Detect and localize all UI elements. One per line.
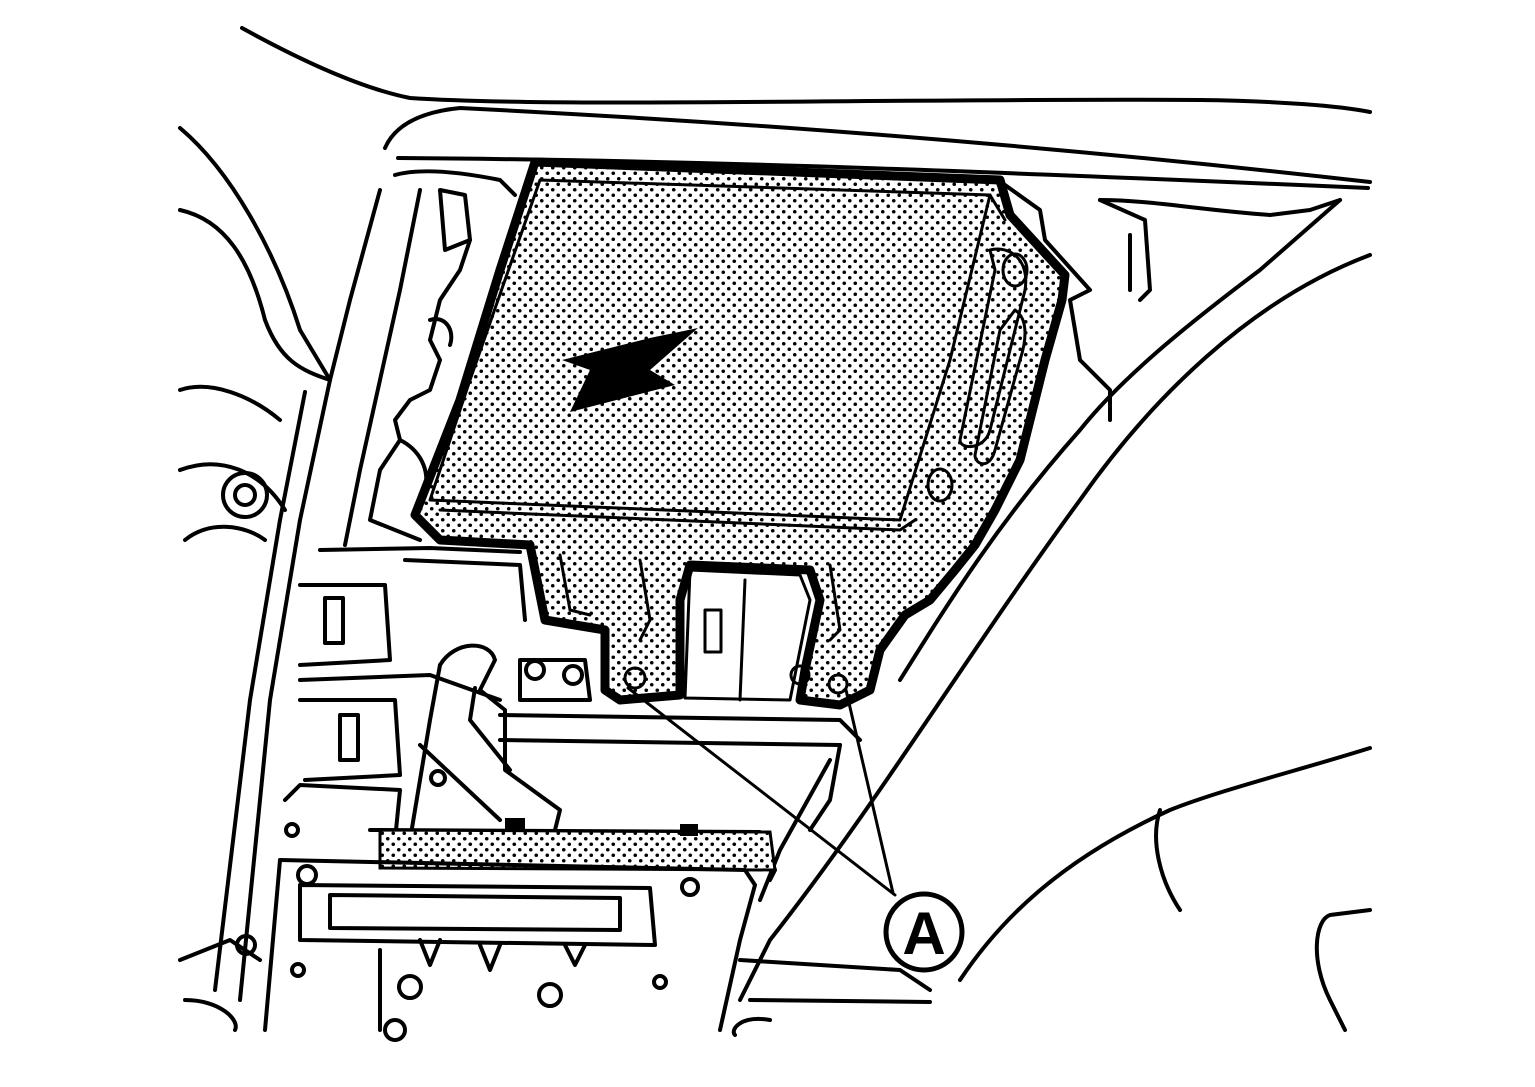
control-unit (410, 157, 1070, 710)
callout-a-label: A (902, 900, 945, 967)
callout-a: A (883, 891, 965, 973)
left-bracket (298, 169, 527, 782)
callout-a-circle (883, 891, 965, 973)
direction-arrow-icon (562, 328, 698, 412)
right-dashboard (731, 183, 1372, 1037)
left-pillar (178, 126, 332, 1032)
lower-components (263, 643, 862, 1042)
dashboard-top (240, 26, 1372, 190)
callout-leaders (626, 686, 897, 897)
